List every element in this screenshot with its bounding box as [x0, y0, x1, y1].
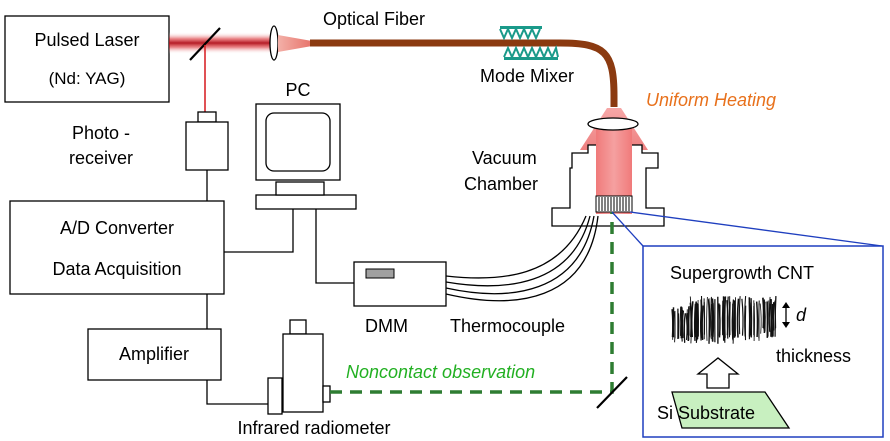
pc-keyboard: [255, 194, 357, 210]
dmm-display: [365, 268, 395, 279]
photoreceiver-label-1: Photo -: [72, 123, 130, 143]
coupling-cone: [278, 35, 312, 52]
photoreceiver: [185, 111, 229, 171]
photoreceiver-label-2: receiver: [69, 148, 133, 168]
wire-amplifier-radiometer: [206, 380, 270, 405]
beam-splitter-mirror: [189, 27, 221, 61]
focus-lens: [269, 25, 279, 61]
dmm: [353, 261, 447, 307]
chamber-window: [587, 117, 639, 131]
pulsed-laser-box: [4, 15, 170, 103]
pc-label: PC: [285, 80, 310, 100]
ad-converter: A/D Converter Data Acquisition: [9, 200, 225, 295]
amplifier-box: [87, 328, 222, 381]
thickness-arrow: [782, 302, 790, 328]
wire-pc-dmm: [315, 209, 354, 284]
amplifier-label: Amplifier: [119, 344, 189, 364]
laser-beam: [169, 32, 273, 54]
dmm-label: DMM: [365, 316, 408, 336]
radiometer-top-cap: [289, 319, 307, 335]
noncontact-label: Noncontact observation: [346, 362, 535, 382]
observation-mirror: [596, 376, 628, 409]
cnt-forest: [671, 295, 777, 344]
infrared-radiometer-label: Infrared radiometer: [237, 418, 390, 438]
amplifier: Amplifier: [87, 328, 222, 381]
mode-mixer: [499, 26, 559, 60]
vacuum-chamber: [551, 117, 665, 227]
thermocouple-wires: [445, 215, 599, 302]
pulsed-laser: Pulsed Laser (Nd: YAG): [4, 15, 170, 103]
infrared-radiometer: [267, 319, 331, 415]
si-substrate-label: Si Substrate: [657, 403, 755, 423]
ad-converter-box: [9, 200, 225, 295]
inset-callout-line-1: [611, 211, 644, 247]
si-substrate: [671, 391, 791, 429]
photoreceiver-body: [185, 121, 229, 171]
thermocouple-label: Thermocouple: [450, 316, 565, 336]
nd-yag-label: (Nd: YAG): [49, 69, 126, 88]
pulsed-laser-label: Pulsed Laser: [34, 30, 139, 50]
thickness-label: thickness: [776, 346, 851, 366]
supergrowth-label: Supergrowth CNT: [670, 263, 814, 283]
inset-callout-line-2: [629, 211, 883, 247]
pc: PC: [255, 80, 357, 210]
pc-stand: [275, 181, 325, 196]
optical-fiber: [310, 39, 618, 107]
photoreceiver-head: [197, 111, 217, 123]
radiometer-lens-housing: [267, 377, 283, 415]
chamber-label: Chamber: [464, 174, 538, 194]
pc-screen: [265, 112, 331, 172]
radiometer-body: [282, 333, 324, 413]
uniform-heating-label: Uniform Heating: [646, 90, 776, 110]
ad-converter-label: A/D Converter: [60, 218, 174, 238]
wire-ad-pc: [224, 209, 294, 253]
vacuum-label: Vacuum: [472, 148, 537, 168]
thickness-d-label: d: [796, 305, 807, 325]
data-acquisition-label: Data Acquisition: [52, 259, 181, 279]
mode-mixer-label: Mode Mixer: [480, 66, 574, 86]
optical-fiber-label: Optical Fiber: [323, 9, 425, 29]
cnt-inset: Supergrowth CNT d thickness Si Substrate: [642, 245, 884, 438]
growth-arrow: [696, 357, 740, 389]
radiometer-side-port: [322, 385, 331, 403]
